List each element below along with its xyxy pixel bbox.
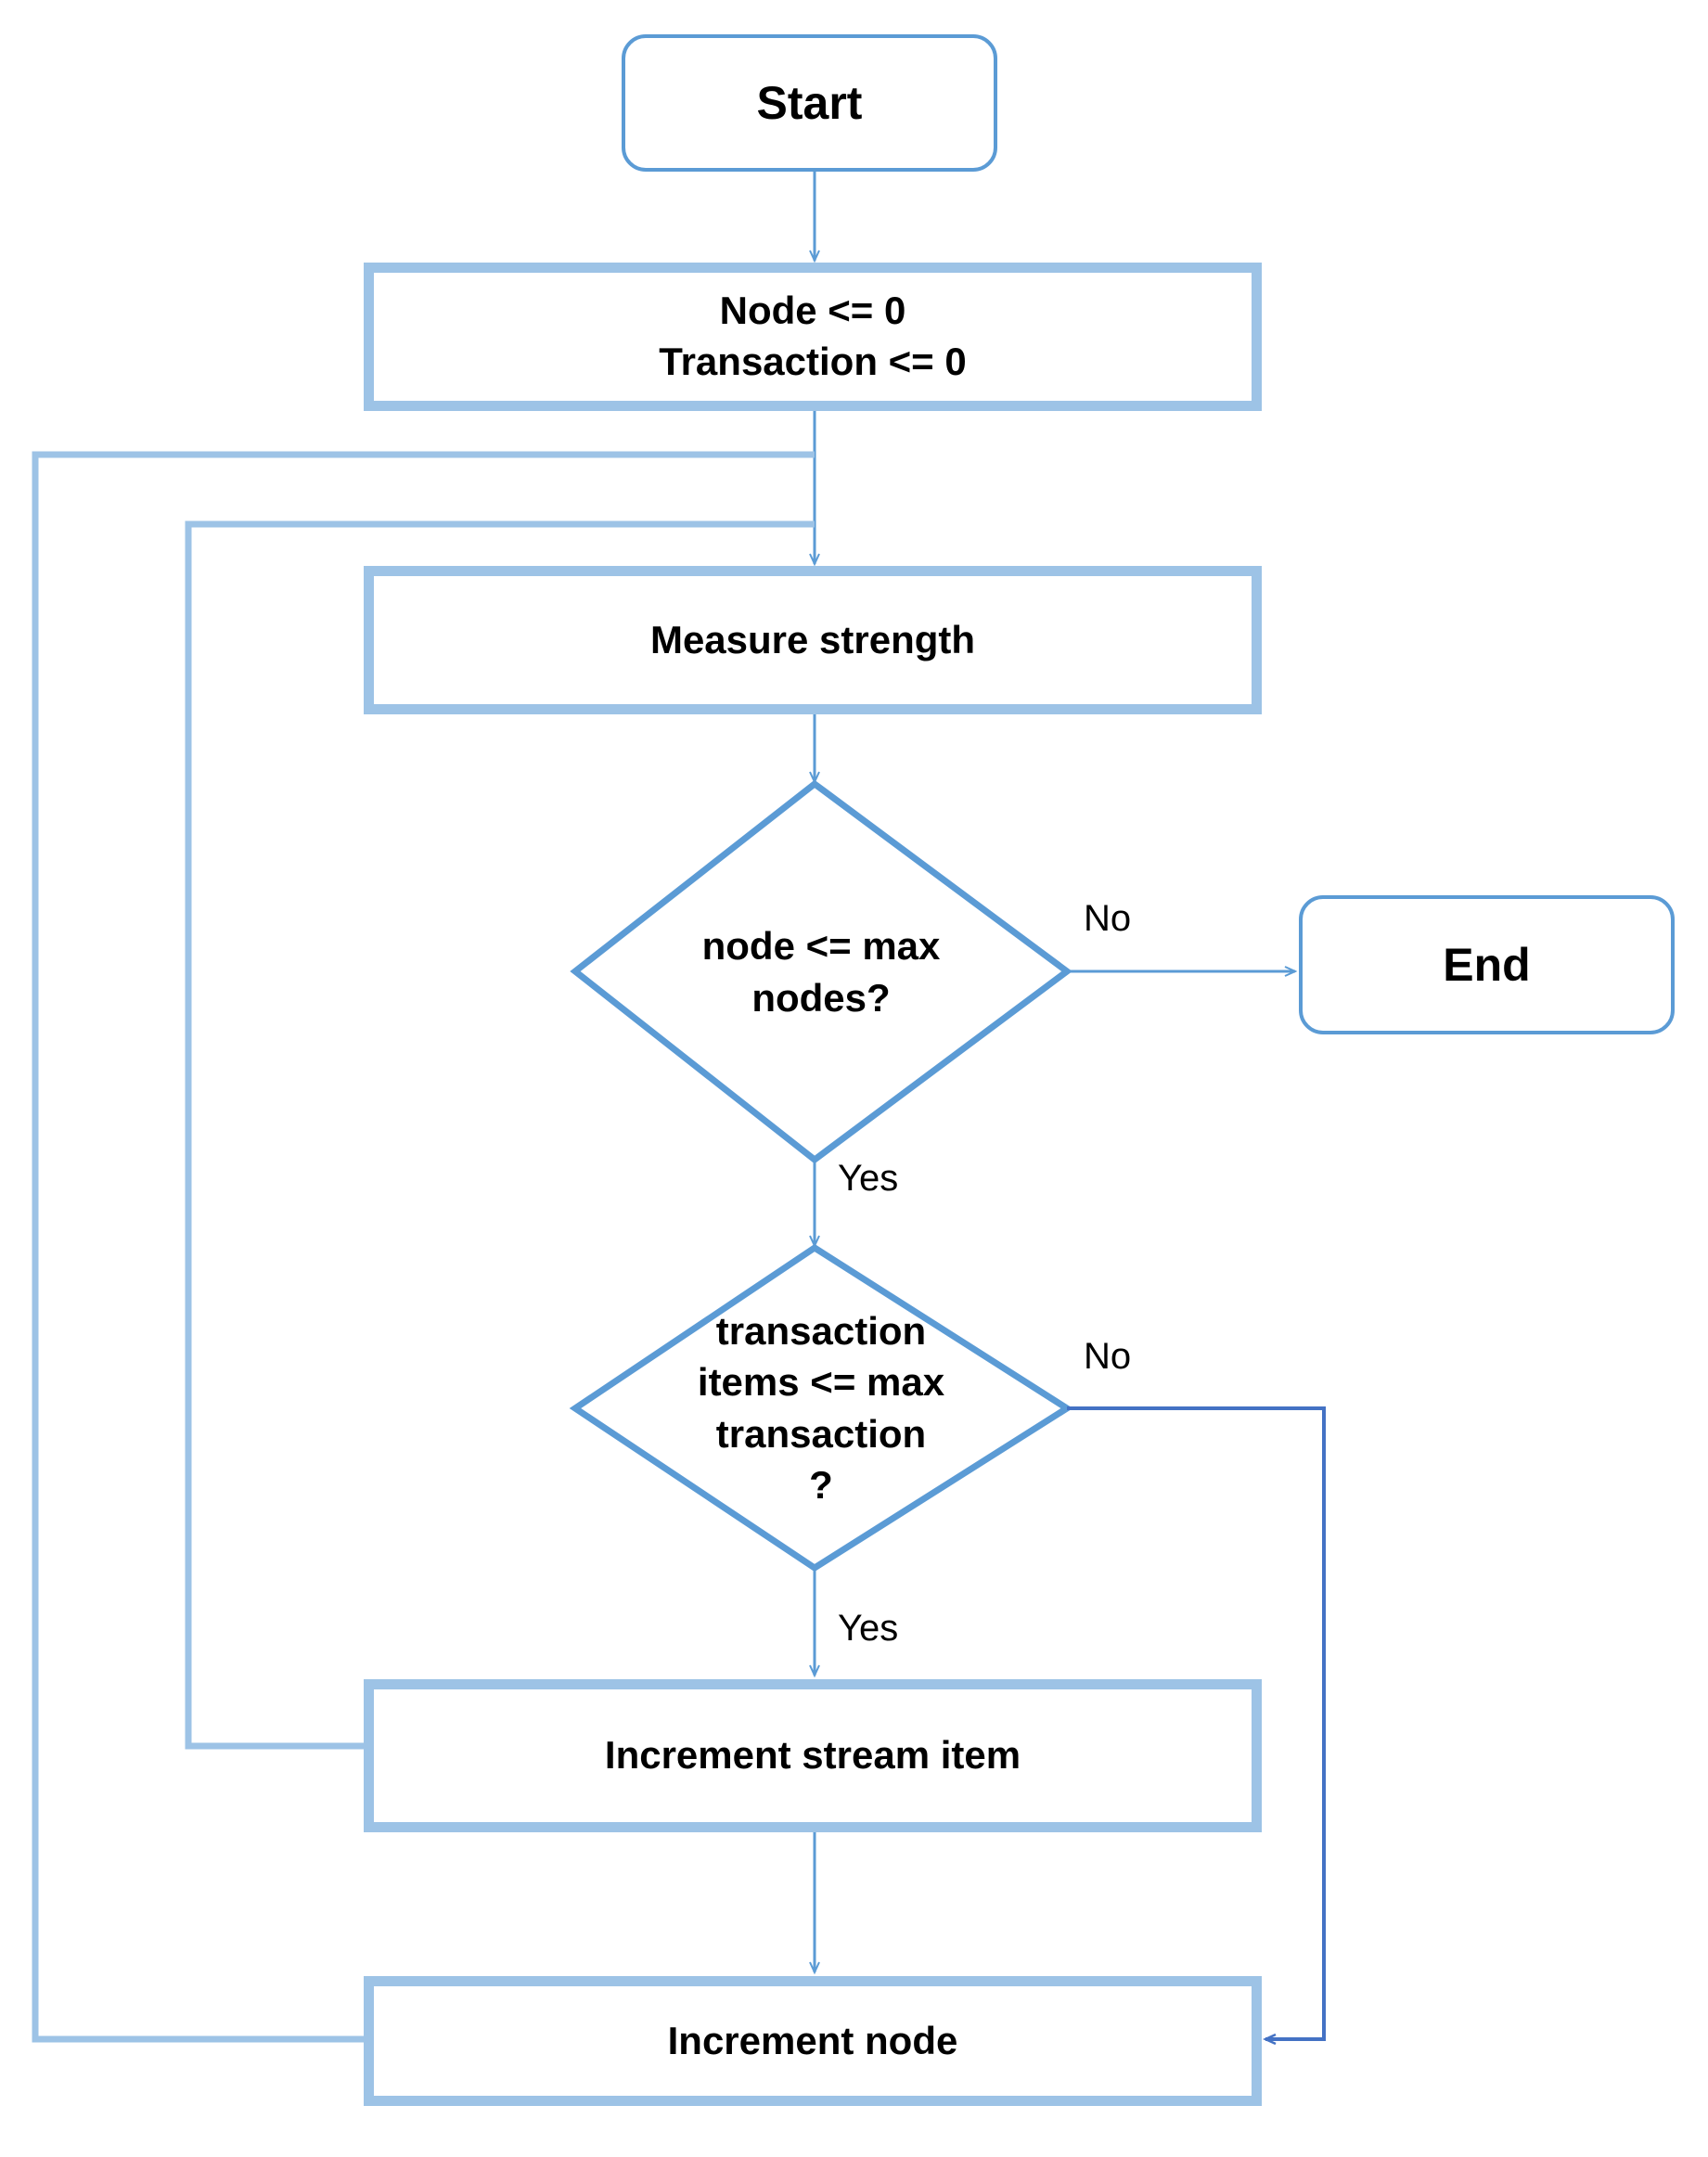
node-decision-max-transaction-line1: transaction <box>715 1308 927 1353</box>
node-increment-node[interactable]: Increment node <box>364 1976 1262 2106</box>
node-start-label: Start <box>756 77 863 129</box>
node-decision-max-transaction[interactable]: transaction items <= max transaction ? <box>575 1248 1067 1568</box>
node-decision-max-transaction-line4: ? <box>809 1462 833 1507</box>
node-measure-strength-label: Measure strength <box>649 617 976 661</box>
node-initialize[interactable]: Node <= 0 Transaction <= 0 <box>364 263 1262 411</box>
node-increment-stream-item[interactable]: Increment stream item <box>364 1679 1262 1832</box>
edge-label-decision-node-yes: Yes <box>838 1158 899 1199</box>
edge-label-decision-transaction-yes: Yes <box>838 1608 899 1649</box>
node-initialize-line1: Node <= 0 <box>719 289 906 333</box>
node-decision-max-nodes-line2: nodes? <box>751 975 891 1020</box>
node-decision-max-transaction-text: transaction items <= max transaction ? <box>649 1305 994 1511</box>
node-decision-max-nodes[interactable]: node <= max nodes? <box>575 784 1067 1160</box>
node-decision-max-nodes-line1: node <= max <box>701 924 941 969</box>
node-decision-max-transaction-line3: transaction <box>715 1411 927 1456</box>
node-increment-stream-item-label: Increment stream item <box>604 1733 1021 1778</box>
node-end-label: End <box>1443 939 1531 991</box>
node-increment-node-label: Increment node <box>667 2018 958 2062</box>
node-initialize-line2: Transaction <= 0 <box>659 340 967 383</box>
node-initialize-text: Node <= 0 Transaction <= 0 <box>659 286 967 387</box>
node-decision-max-nodes-text: node <= max nodes? <box>649 920 994 1023</box>
edge-label-decision-transaction-no: No <box>1084 1336 1132 1377</box>
node-start[interactable]: Start <box>622 34 997 172</box>
node-measure-strength[interactable]: Measure strength <box>364 566 1262 714</box>
node-end[interactable]: End <box>1299 895 1675 1034</box>
edge-label-decision-node-no: No <box>1084 898 1132 939</box>
node-decision-max-transaction-line2: items <= max <box>697 1360 945 1405</box>
